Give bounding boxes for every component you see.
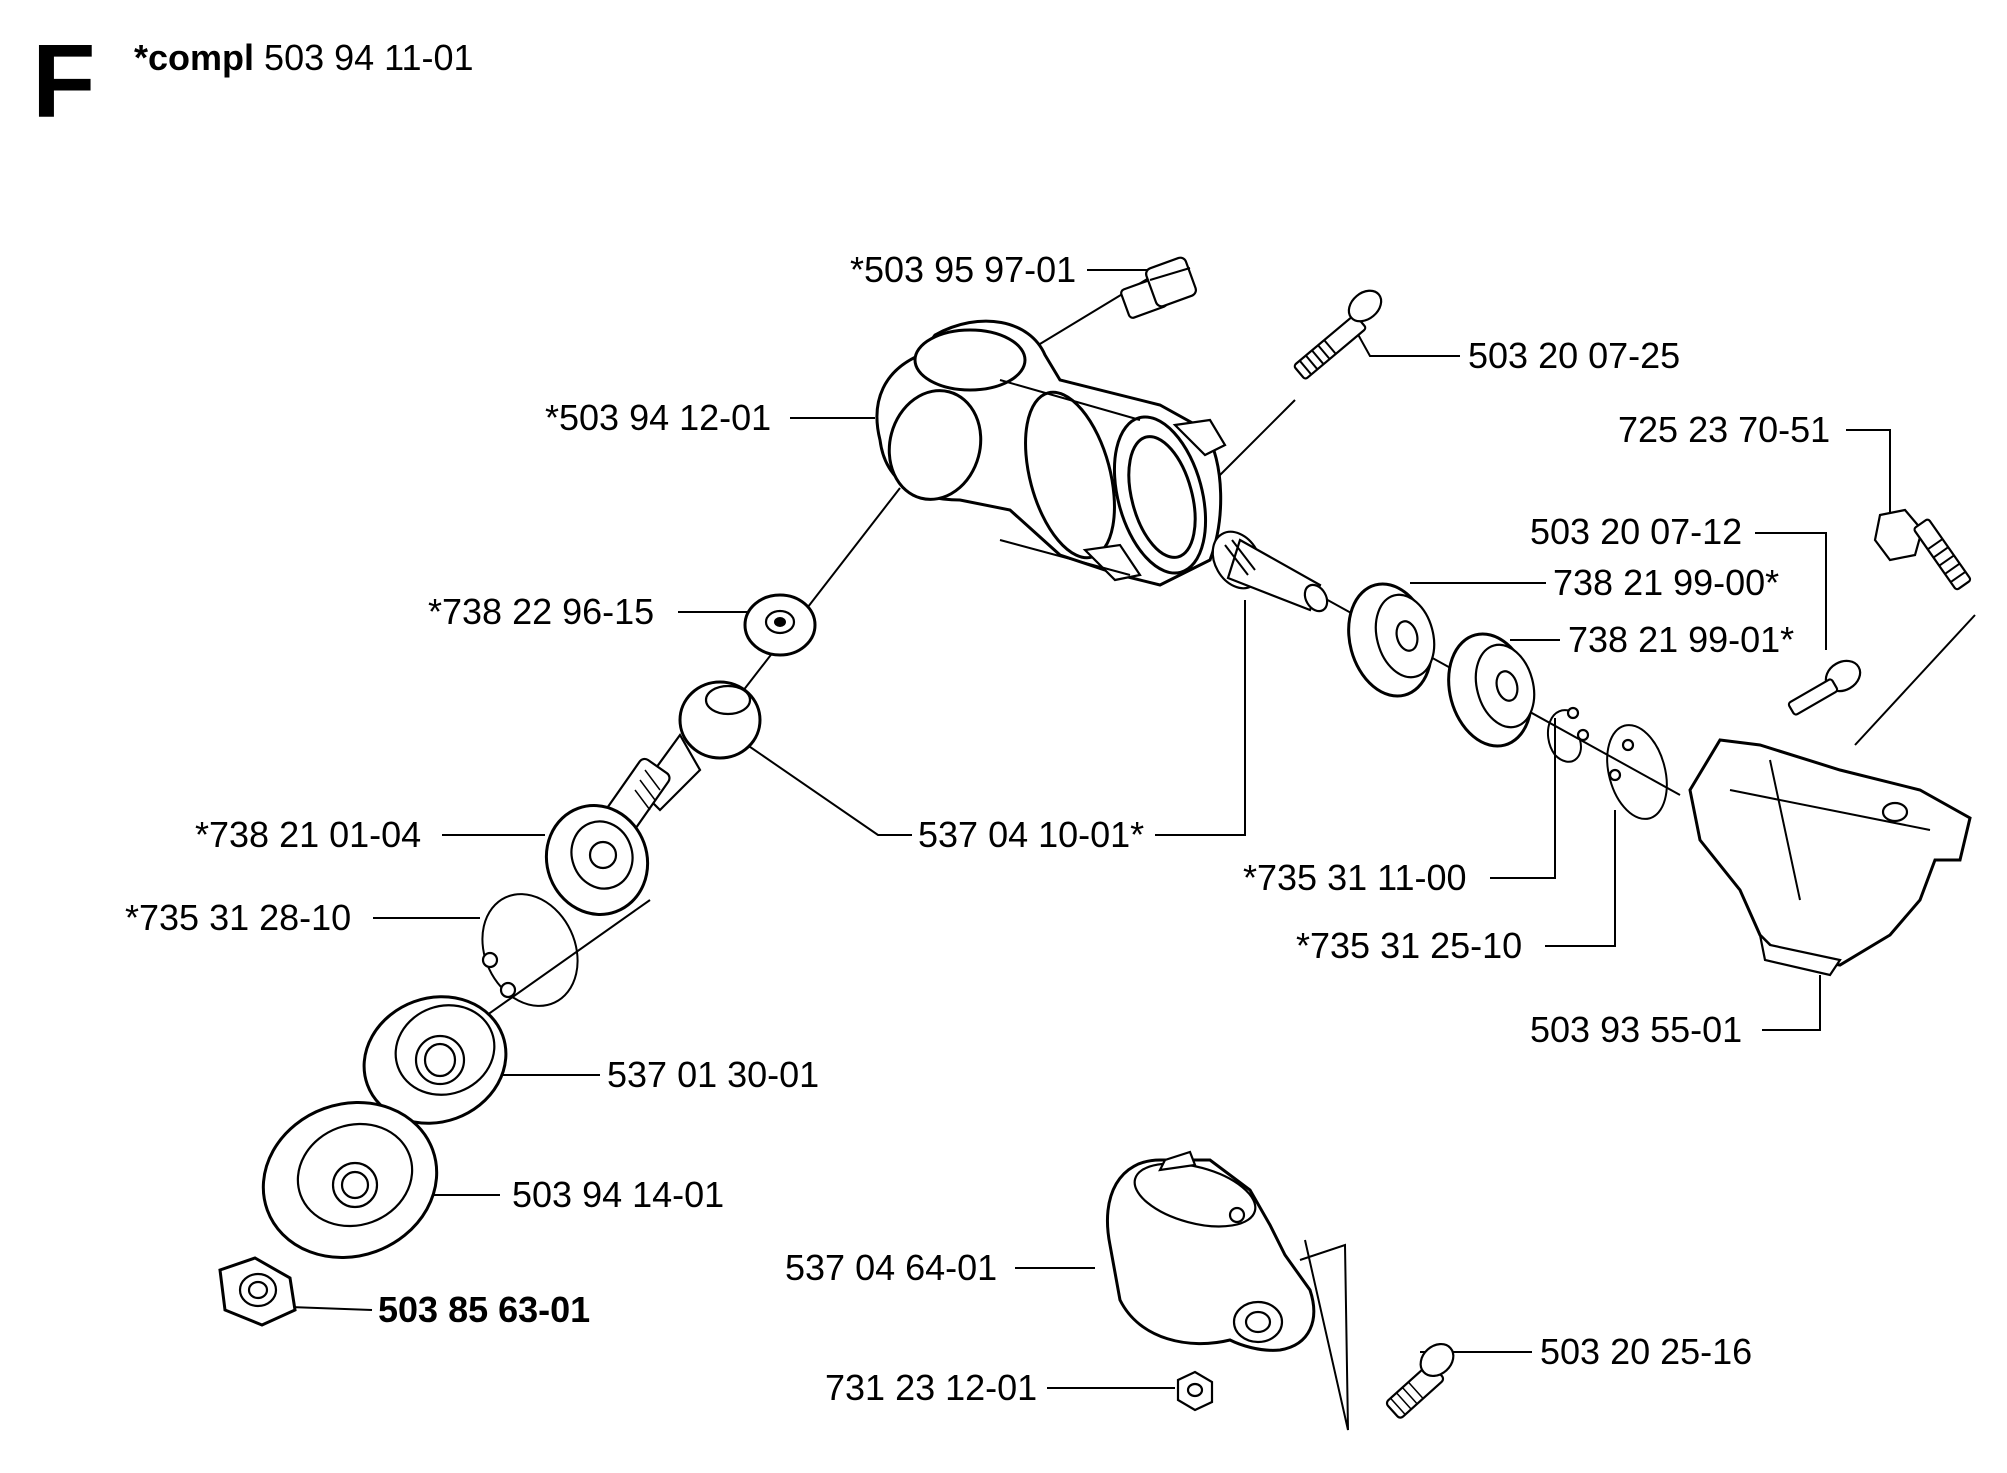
gear-housing-part	[875, 319, 1227, 587]
clamp-part	[1105, 1150, 1316, 1352]
bolt-top-part	[1120, 256, 1197, 319]
section-letter: F	[32, 24, 96, 140]
leader-guard	[1762, 975, 1821, 1031]
label-bevel-gear: 537 04 10-01*	[918, 814, 1145, 855]
nut-part	[218, 1256, 297, 1327]
bearing-small-part	[743, 593, 817, 657]
leader-bolt-right	[1846, 429, 1891, 515]
screw-top-part	[1293, 289, 1383, 380]
label-bearing-small: *738 22 96-15	[428, 591, 655, 632]
bearing-lower-part	[544, 804, 650, 916]
circlip-lower-part	[481, 893, 579, 1007]
label-circlip-small: *735 31 11-00	[1243, 857, 1467, 898]
label-bolt-right: 725 23 70-51	[1618, 409, 1831, 450]
axis-lower-stack	[479, 899, 651, 1021]
bevel-gear-upper-part	[1211, 530, 1329, 613]
label-support-cup: 537 01 30-01	[607, 1054, 820, 1095]
label-circlip-lower: *735 31 28-10	[125, 897, 352, 938]
support-cup-part	[362, 995, 508, 1125]
label-screw-top: 503 20 07-25	[1468, 335, 1681, 376]
label-clamp-screw: 503 20 25-16	[1540, 1331, 1753, 1372]
label-bearing-lower: *738 21 01-04	[195, 814, 422, 855]
leader-bevel-gear-left	[739, 739, 912, 836]
clamp-screw-part	[1385, 1342, 1455, 1419]
clamp-nut-part	[1176, 1370, 1214, 1412]
leader-screw-guard	[1755, 532, 1827, 650]
leader-nut	[289, 1306, 373, 1311]
label-nut: 503 85 63-01	[378, 1289, 591, 1330]
bearing-b-part	[1447, 632, 1536, 748]
label-gear-housing: *503 94 12-01	[545, 397, 772, 438]
circlip-small-part	[1546, 706, 1590, 763]
leader-circlip-small	[1490, 718, 1556, 879]
label-bolt-top: *503 95 97-01	[850, 249, 1077, 290]
bevel-gear-lower-part	[604, 680, 762, 833]
assembly-header: *compl 503 94 11-01	[134, 38, 474, 78]
drive-disc-part	[261, 1101, 439, 1259]
assembly-prefix: *compl	[134, 37, 255, 78]
axis-bolt-right	[1854, 614, 1976, 746]
leader-circlip-mid	[1545, 810, 1616, 947]
guard-part	[1688, 738, 1972, 977]
bolt-right-part	[1873, 508, 1972, 591]
screw-guard-part	[1787, 659, 1862, 716]
circlip-mid-part	[1606, 724, 1668, 820]
label-drive-disc: 503 94 14-01	[512, 1174, 725, 1215]
assembly-number: 503 94 11-01	[264, 37, 474, 78]
label-bearing-b: 738 21 99-01*	[1568, 619, 1795, 660]
label-bearing-a: 738 21 99-00*	[1553, 562, 1780, 603]
label-guard: 503 93 55-01	[1530, 1009, 1743, 1050]
label-screw-guard: 503 20 07-12	[1530, 511, 1743, 552]
label-circlip-mid: *735 31 25-10	[1296, 925, 1523, 966]
axis-clamp-screw	[1299, 1239, 1349, 1431]
leader-screw-top	[1349, 319, 1460, 357]
label-clamp: 537 04 64-01	[785, 1247, 998, 1288]
axis-screw-top	[1214, 399, 1296, 481]
leader-bevel-gear-right	[1155, 600, 1246, 836]
label-clamp-nut: 731 23 12-01	[825, 1367, 1038, 1408]
bearing-a-part	[1347, 582, 1436, 698]
